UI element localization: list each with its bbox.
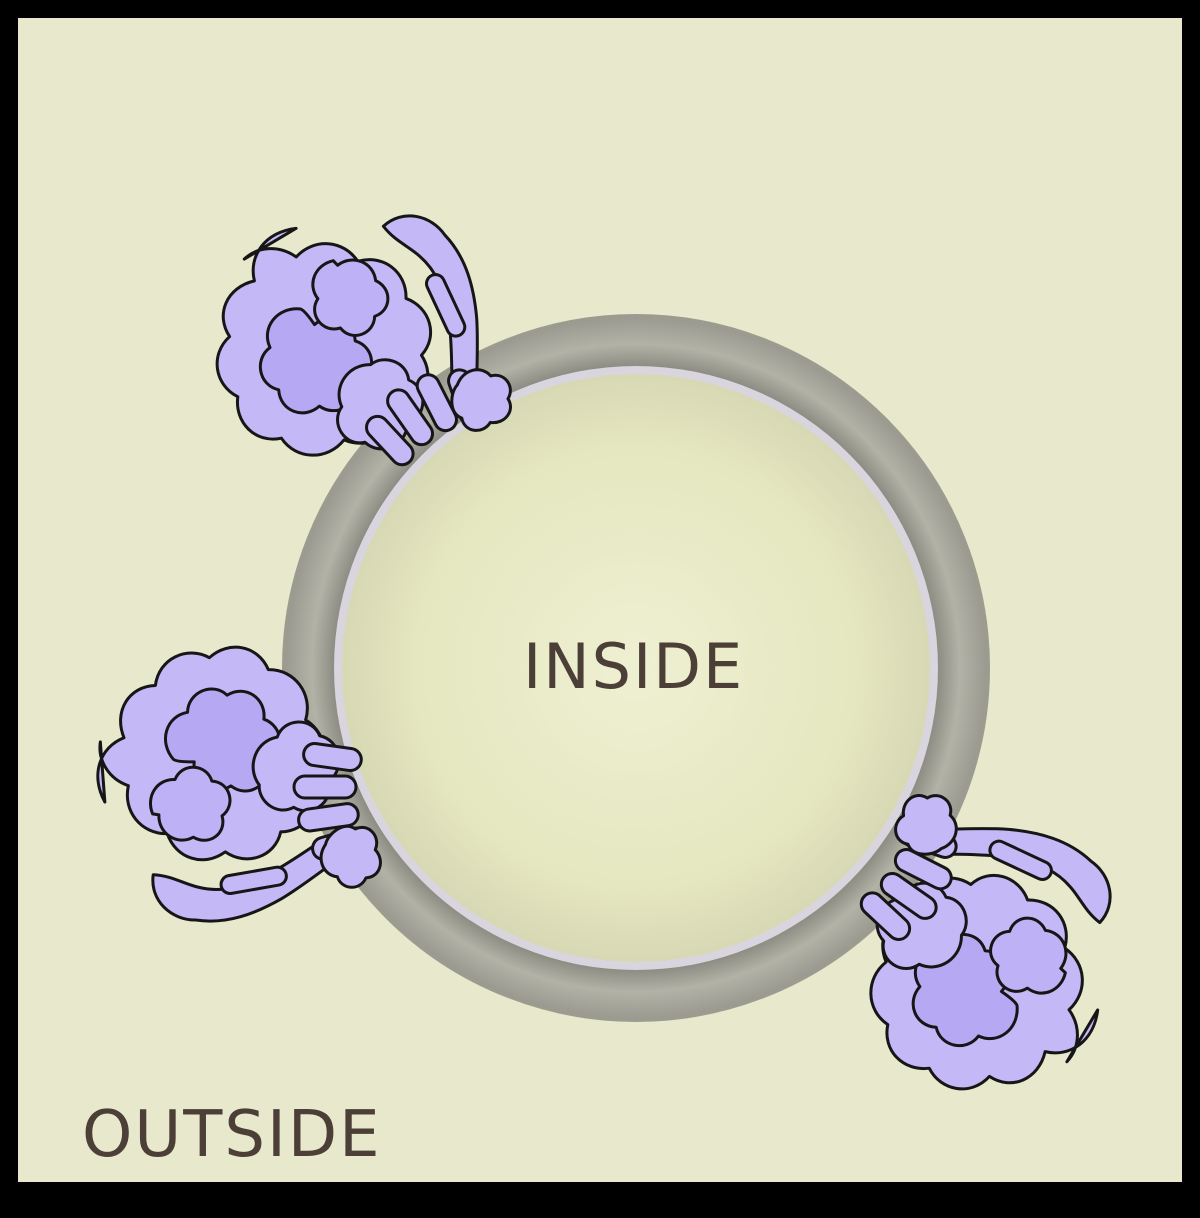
cell-interior	[342, 374, 930, 962]
cell-diagram	[77, 166, 1160, 1133]
outside-label: OUTSIDE	[82, 1098, 382, 1172]
inside-label: INSIDE	[523, 630, 745, 703]
